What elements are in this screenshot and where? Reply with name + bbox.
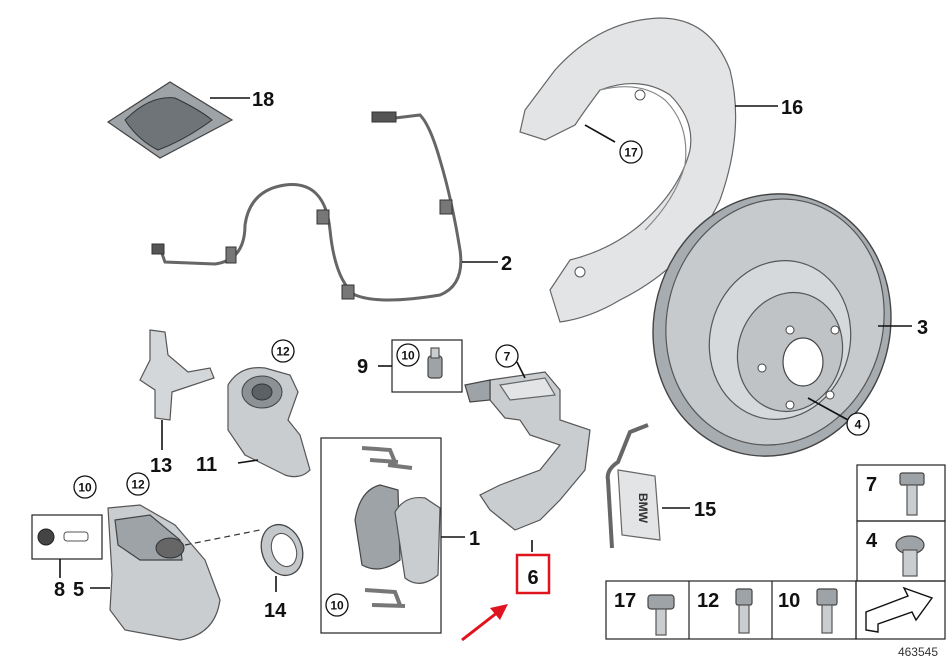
part-18-grease-pack: 18: [106, 81, 274, 159]
part-3-brake-disc: 3 4: [652, 193, 928, 457]
legend-label-12: 12: [697, 590, 719, 612]
label-3: 3: [917, 317, 928, 339]
part-9-guide-bolt-group: 10 9: [357, 339, 463, 393]
part-5-brake-caliper: 10 12 5: [73, 472, 261, 641]
legend-label-7: 7: [866, 474, 877, 496]
label-10-circle-caliper: 10: [78, 481, 92, 495]
label-10-circle-box9: 10: [401, 349, 415, 363]
bolt-icon-7: [899, 472, 925, 516]
bolt-icon-12: [735, 588, 753, 634]
part-11-actuator-motor: 12 11: [196, 339, 311, 478]
bolt-icon-17: [647, 594, 675, 636]
red-arrow-icon: [461, 604, 508, 642]
part-15-spring-clip: BMW 15: [605, 423, 716, 549]
label-12-circle-caliper: 12: [131, 478, 145, 492]
highlight-box-6: [515, 553, 551, 595]
reference-number: 463545: [898, 645, 938, 659]
label-6: 6: [527, 567, 538, 589]
label-13: 13: [150, 455, 172, 477]
label-9: 9: [357, 356, 368, 378]
label-18: 18: [252, 89, 274, 111]
bmw-logo-text: BMW: [636, 493, 650, 524]
part-14-seal-ring: 14: [260, 523, 304, 622]
legend-label-4: 4: [866, 530, 878, 552]
part-2-wear-sensor: 2: [151, 111, 512, 302]
direction-arrow-icon: [865, 586, 934, 633]
label-12-circle-actuator: 12: [276, 345, 290, 359]
part-13-bracket: 13: [139, 329, 215, 477]
label-10-circle-box1: 10: [330, 599, 344, 613]
box-1: [320, 437, 442, 634]
label-2: 2: [501, 253, 512, 275]
label-5: 5: [73, 579, 84, 601]
box-8: [31, 514, 103, 560]
part-6-caliper-carrier: 7 6: [464, 344, 591, 595]
label-1: 1: [469, 528, 480, 550]
hardware-legend: 7 4 17 12 10: [605, 464, 946, 640]
label-17-circle: 17: [624, 146, 638, 160]
label-15: 15: [694, 499, 716, 521]
bolt-icon-4: [895, 535, 925, 577]
legend-label-10: 10: [778, 590, 800, 612]
legend-cell-arrow: [855, 580, 946, 640]
legend-label-17: 17: [614, 590, 636, 612]
part-8-bleeder-kit: 8: [31, 514, 103, 601]
part-1-brake-pad-set: 10 1: [320, 437, 480, 634]
label-4-circle: 4: [855, 418, 862, 432]
label-8: 8: [54, 579, 65, 601]
label-11: 11: [196, 454, 217, 476]
label-16: 16: [781, 97, 803, 119]
label-7-circle: 7: [504, 350, 511, 364]
label-14: 14: [264, 600, 287, 622]
bolt-icon-10: [816, 588, 838, 634]
